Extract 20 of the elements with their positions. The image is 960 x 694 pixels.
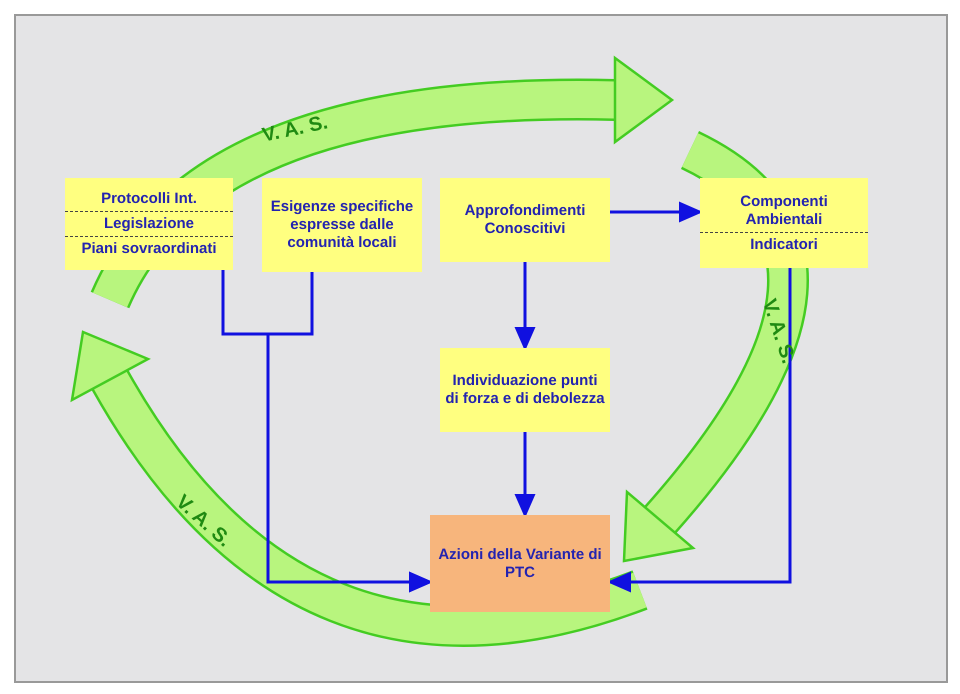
box-text: Legislazione: [65, 211, 233, 236]
box-text: Componenti Ambientali: [739, 192, 829, 230]
process-box: [700, 178, 868, 268]
box-text: Esigenze specifiche espresse dalle comunità locali: [270, 197, 414, 253]
process-box: [440, 178, 610, 262]
result-box: [430, 515, 610, 612]
box-text: Piani sovraordinati: [65, 236, 233, 261]
box-text: Protocolli Int.: [100, 189, 198, 209]
cycle-label: V. A. S.: [170, 490, 236, 552]
process-box: [65, 178, 233, 270]
box-text: Individuazione punti di forza e di debolezza: [444, 371, 606, 409]
box-text: Indicatori: [700, 232, 868, 256]
cycle-label: V. A. S.: [756, 296, 800, 367]
box-text: Approfondimenti Conoscitivi: [464, 201, 586, 239]
arrow: [514, 432, 536, 518]
arrow: [514, 262, 536, 351]
process-box: [440, 348, 610, 432]
cycle-label: V. A. S.: [260, 111, 330, 148]
process-box: [262, 178, 422, 272]
box-text: Azioni della Variante di PTC: [437, 544, 603, 582]
